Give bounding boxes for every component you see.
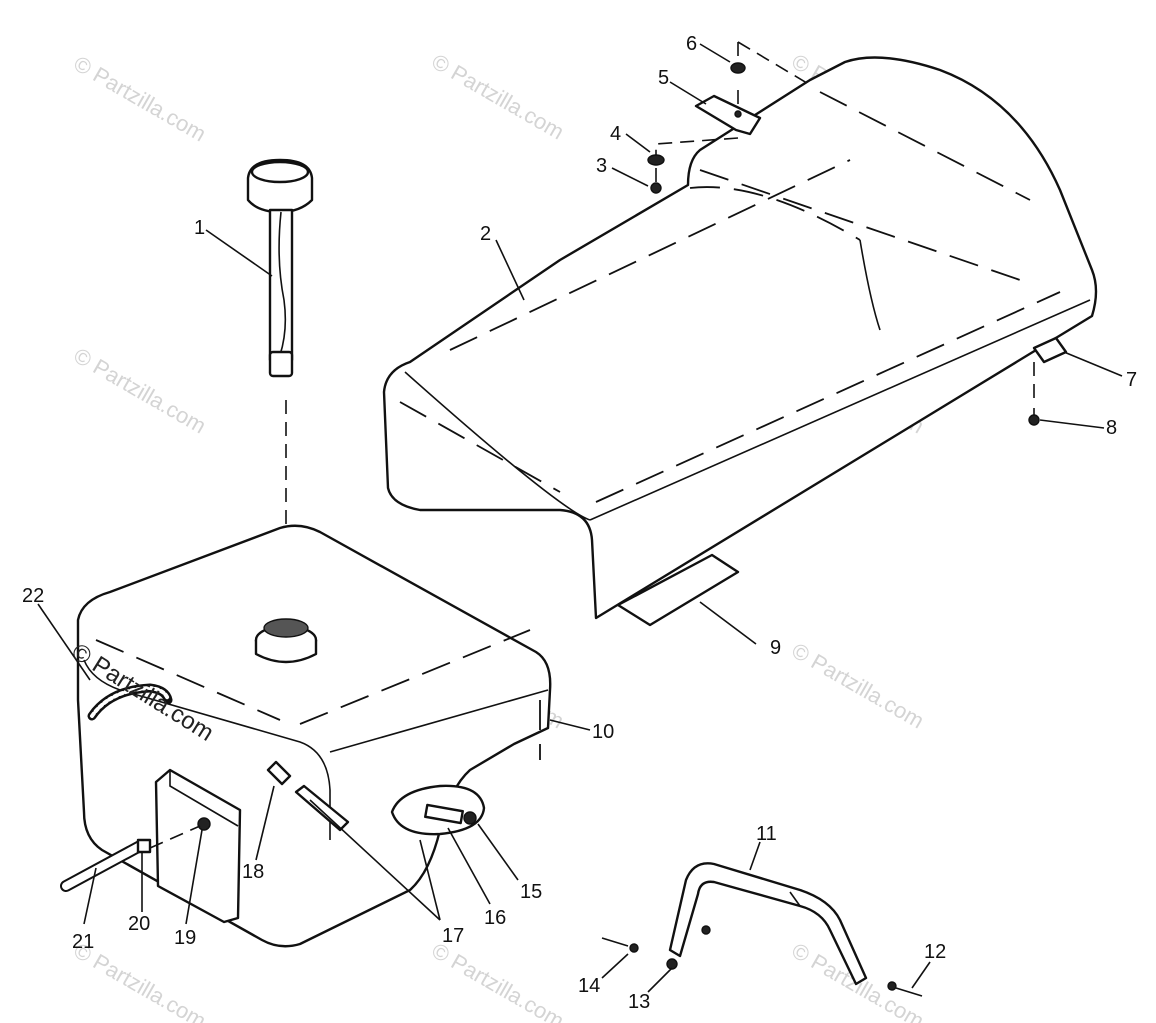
callout-11: 11: [756, 823, 777, 845]
callout-5: 5: [658, 67, 669, 89]
callout-4: 4: [610, 123, 621, 145]
leader-lines: [37, 43, 1123, 993]
callout-15: 15: [520, 881, 542, 903]
callout-3: 3: [596, 155, 607, 177]
callout-1: 1: [194, 217, 205, 239]
callout-19: 19: [174, 927, 196, 949]
watermark: © Partzilla.com: [788, 638, 929, 734]
callout-7: 7: [1126, 369, 1137, 391]
bolt-8: [1028, 408, 1040, 426]
watermark: © Partzilla.com: [70, 343, 211, 439]
callout-17: 17: [442, 925, 464, 947]
callout-12: 12: [924, 941, 946, 963]
filler-cap-gauge: [246, 158, 314, 612]
watermark: © Partzilla.com: [70, 51, 211, 147]
callout-9: 9: [770, 637, 781, 659]
callout-2: 2: [480, 223, 491, 245]
fuel-tank: [60, 524, 552, 948]
seat: [382, 56, 1098, 627]
callout-16: 16: [484, 907, 506, 929]
callout-18: 18: [242, 861, 264, 883]
watermark: © Partzilla.com: [428, 49, 569, 145]
callout-13: 13: [628, 991, 650, 1013]
callout-14: 14: [578, 975, 600, 997]
callout-20: 20: [128, 913, 150, 935]
callout-21: 21: [72, 931, 94, 953]
callout-8: 8: [1106, 417, 1117, 439]
callout-10: 10: [592, 721, 614, 743]
callouts: 1 2 3 4 5 6 7 8 9 10 11 12 13 14 15 16 1…: [22, 33, 1137, 1013]
callout-6: 6: [686, 33, 697, 55]
mounting-bracket: [601, 862, 923, 997]
watermark: © Partzilla.com: [428, 938, 569, 1023]
strap-hardware: [647, 41, 813, 194]
callout-22: 22: [22, 585, 44, 607]
